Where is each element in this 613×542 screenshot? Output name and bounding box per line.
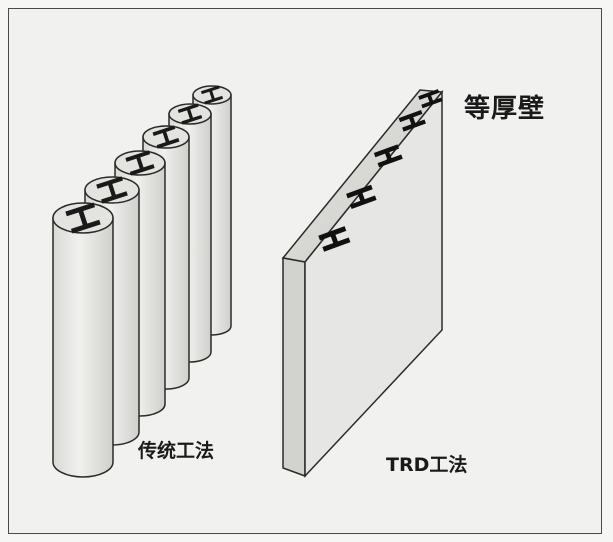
- i-beam-icon: [152, 125, 180, 149]
- i-beam-icon: [125, 150, 155, 176]
- i-beam-icon: [418, 89, 443, 109]
- i-beam-icon: [373, 144, 403, 168]
- i-beam-icon: [200, 85, 224, 105]
- traditional-method-label: 传统工法: [138, 440, 215, 462]
- i-beam-icon: [318, 226, 351, 252]
- wall-i-beam-icons: [318, 89, 443, 252]
- i-beam-icon: [65, 202, 101, 234]
- i-beam-icon: [346, 184, 377, 210]
- trd-method-label: TRD工法: [386, 454, 468, 476]
- i-beam-icon: [398, 109, 426, 132]
- wall-front-face: [282, 257, 306, 478]
- trd-wall: [281, 89, 444, 478]
- i-beam-icon: [177, 103, 203, 125]
- column-body: [52, 217, 114, 478]
- i-beam-icon: [96, 176, 128, 204]
- column: [52, 202, 114, 478]
- traditional-columns: [52, 85, 232, 478]
- wall-type-label: 等厚壁: [464, 94, 546, 124]
